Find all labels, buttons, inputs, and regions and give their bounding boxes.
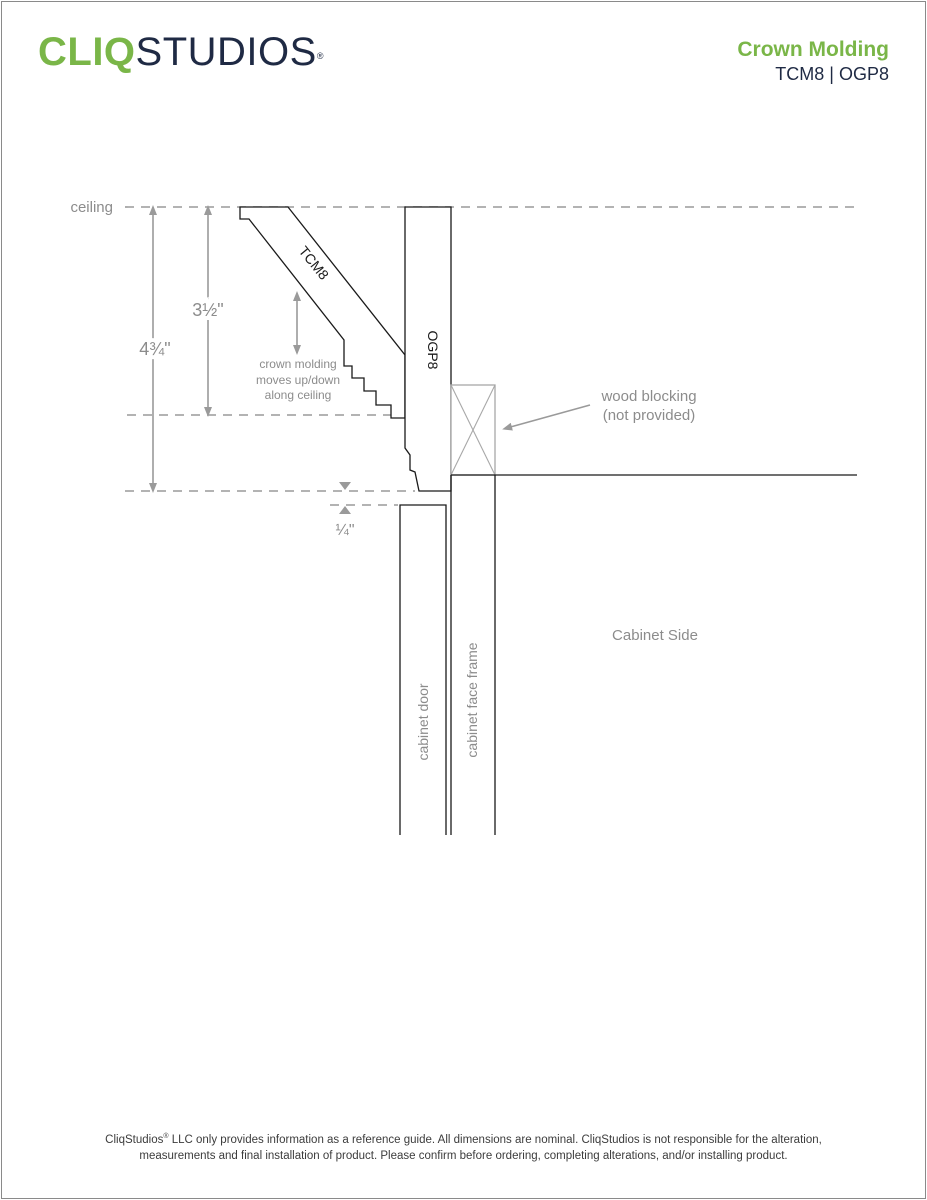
crown-note-line-3: along ceiling — [265, 388, 332, 402]
disclaimer-footer: CliqStudios® LLC only provides informati… — [60, 1129, 867, 1164]
logo-cliq-text: CLIQ — [38, 30, 136, 74]
ogp8-label: OGP8 — [425, 331, 441, 370]
page-title: Crown Molding — [737, 38, 889, 61]
cabinet-door-label: cabinet door — [415, 683, 431, 760]
ceiling-label: ceiling — [70, 199, 113, 216]
footer-line-1: CliqStudios® LLC only provides informati… — [60, 1129, 867, 1148]
logo-registered-mark: ® — [316, 51, 324, 61]
wood-blocking-label-1: wood blocking — [600, 388, 696, 405]
dimension-label-large: 4¾" — [139, 339, 170, 359]
logo-studios-text: STUDIOS — [135, 30, 317, 74]
crown-note-line-1: crown molding — [259, 357, 336, 371]
dimension-label-gap: ¼" — [335, 522, 354, 539]
footer-registered-mark: ® — [163, 1133, 169, 1140]
page-subtitle: TCM8 | OGP8 — [775, 64, 889, 84]
cliqstudios-logo: CLIQSTUDIOS® — [38, 30, 324, 74]
gap-arrow-up — [339, 506, 351, 514]
footer-line-2: measurements and final installation of p… — [139, 1149, 788, 1162]
wood-blocking-pointer — [502, 404, 591, 431]
cabinet-side-label: Cabinet Side — [612, 627, 698, 644]
cabinet-door — [399, 504, 447, 835]
gap-arrow-down — [339, 482, 351, 490]
cabinet-face-frame — [450, 475, 496, 835]
title-block: Crown Molding TCM8 | OGP8 — [737, 38, 889, 86]
footer-brand: CliqStudios — [105, 1133, 164, 1146]
crown-note-line-2: moves up/down — [256, 373, 340, 387]
footer-line-1-text: LLC only provides information as a refer… — [168, 1133, 822, 1146]
wood-blocking — [450, 384, 496, 476]
ogp8-molding — [404, 206, 452, 492]
cabinet-face-frame-label: cabinet face frame — [464, 642, 480, 757]
dimension-label-small: 3½" — [192, 300, 223, 320]
wood-blocking-label-2: (not provided) — [603, 407, 696, 424]
